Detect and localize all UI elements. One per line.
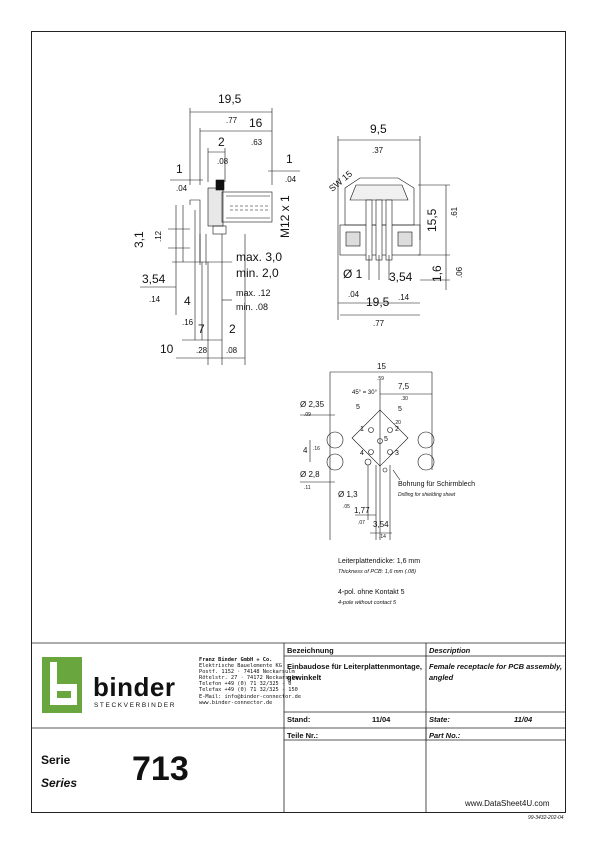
series-label: Series (41, 776, 78, 790)
pcb-half-in: .30 (401, 396, 408, 402)
side-d7-mm: 7 (198, 322, 205, 336)
pcb-hole1-mm: Ø 2,35 (300, 400, 325, 409)
pcb-pitch-mm: 3,54 (373, 520, 389, 529)
address-line: E-Mail: info@binder-connector.de (199, 693, 302, 700)
pcb-diag-in: .20 (394, 420, 401, 426)
bezeichnung-value: Einbaudose für Leiterplattenmontage, gew… (287, 662, 423, 682)
bezeichnung-label: Bezeichnung (287, 646, 334, 655)
state-label: State: (429, 715, 450, 724)
side-min-pcb: min. 2,0 (236, 266, 279, 280)
watermark: www.DataSheet4U.com (465, 799, 550, 808)
front-width-mm: 9,5 (370, 122, 387, 136)
part-label: Part No.: (429, 731, 461, 740)
pcb-width-in: .59 (377, 376, 384, 382)
side-pitch-mm: 3,54 (142, 272, 166, 286)
pcb-angle: 45° = 30° (352, 390, 377, 396)
note-pcb-de: Leiterplattendicke: 1,6 mm (338, 558, 421, 565)
pcb-diag1: 5 (356, 404, 360, 411)
stand-label: Stand: (287, 715, 311, 724)
pcb-shield-en: Drilling for shielding sheet (398, 492, 456, 498)
address-line: Elektrische Bauelemente KG (199, 663, 282, 670)
pcb-four-mm: 4 (303, 446, 308, 455)
pcb-pitch-in: .14 (379, 534, 386, 540)
pcb-pin-4: 4 (360, 450, 364, 457)
pcb-off-in: .07 (358, 520, 365, 526)
side-pitch-in: .14 (149, 295, 161, 304)
drawing-sheet (31, 31, 566, 813)
side-nut-mm: 1 (286, 152, 293, 166)
side-overall-in: .77 (226, 116, 238, 125)
teile-label: Teile Nr.: (287, 731, 319, 740)
front-pitch-mm: 3,54 (389, 270, 413, 284)
side-nut-in: .04 (285, 175, 297, 184)
address-line: Telefax +49 (0) 71 32/325 - 150 (199, 687, 298, 694)
pcb-hole3-mm: Ø 1,3 (338, 490, 358, 499)
pcb-hole2-mm: Ø 2,8 (300, 470, 320, 479)
address-line: www.binder-connector.de (199, 699, 273, 706)
note-pole-de: 4-pol. ohne Kontakt 5 (338, 589, 405, 596)
side-d2-mm: 2 (229, 322, 236, 336)
side-max-pcb: max. 3,0 (236, 250, 283, 264)
address-line: Franz Binder GmbH + Co. (199, 657, 273, 663)
side-left-mm: 1 (176, 162, 183, 176)
pcb-pin-5: 5 (384, 436, 388, 443)
side-max-pcb-in: max. .12 (236, 288, 271, 298)
state-value: 11/04 (514, 715, 533, 724)
pcb-pin-2: 2 (395, 426, 399, 433)
address-line: Postf. 1152 · 74148 Neckarsulm (199, 669, 295, 676)
side-min-pcb-in: min. .08 (236, 302, 269, 312)
side-d4-in: .16 (182, 318, 194, 327)
pcb-diag2: 5 (398, 406, 402, 413)
pcb-shield-de: Bohrung für Schirmblech (398, 481, 476, 488)
stand-value: 11/04 (372, 715, 391, 724)
pcb-hole2-in: .11 (304, 485, 311, 491)
side-d2-in: .08 (226, 346, 238, 355)
front-pin-dia-mm: Ø 1 (343, 267, 363, 281)
front-pin-dia-in: .04 (348, 290, 360, 299)
footer-code: 99-3432-202-04 (528, 815, 564, 821)
side-d4-mm: 4 (184, 294, 191, 308)
description-value: Female receptacle for PCB assembly, angl… (429, 662, 563, 682)
note-pole-en: 4-pole without contact 5 (338, 600, 397, 606)
pcb-half-mm: 7,5 (398, 382, 410, 391)
series-number: 713 (132, 750, 189, 788)
side-d7-in: .28 (196, 346, 208, 355)
description-label: Description (429, 646, 471, 655)
company-address: Franz Binder GmbH + Co. Elektrische Baue… (199, 657, 301, 706)
address-line: Telefon +49 (0) 71 32/325 - 0 (199, 681, 292, 688)
pcb-four-in: .16 (313, 446, 320, 452)
front-base-in: .77 (373, 319, 385, 328)
side-d10-mm: 10 (160, 342, 174, 356)
side-left-in: .04 (176, 184, 188, 193)
pcb-pin-3: 3 (395, 450, 399, 457)
pcb-width-mm: 15 (377, 362, 386, 371)
pcb-hole1-in: .09 (304, 412, 311, 418)
pcb-hole3-in: .05 (343, 504, 350, 510)
address-line: Rötelstr. 27 · 74172 Neckarsulm (199, 675, 298, 682)
logo-word: binder (93, 672, 176, 702)
serie-label: Serie (41, 753, 71, 767)
side-overall-mm: 19,5 (218, 92, 242, 106)
binder-logo (42, 657, 82, 713)
side-thread-in: .63 (251, 138, 263, 147)
front-base-mm: 19,5 (366, 295, 390, 309)
side-thread-mm: 16 (249, 116, 263, 130)
pcb-off-mm: 1,77 (354, 506, 370, 515)
front-width-in: .37 (372, 146, 384, 155)
note-pcb-en: Thickness of PCB: 1,6 mm (.08) (338, 569, 416, 575)
pcb-pin-1: 1 (360, 426, 364, 433)
side-flange-mm: 2 (218, 135, 225, 149)
side-flange-in: .08 (217, 157, 229, 166)
logo-sub: STECKVERBINDER (94, 702, 176, 709)
front-pitch-in: .14 (398, 293, 410, 302)
